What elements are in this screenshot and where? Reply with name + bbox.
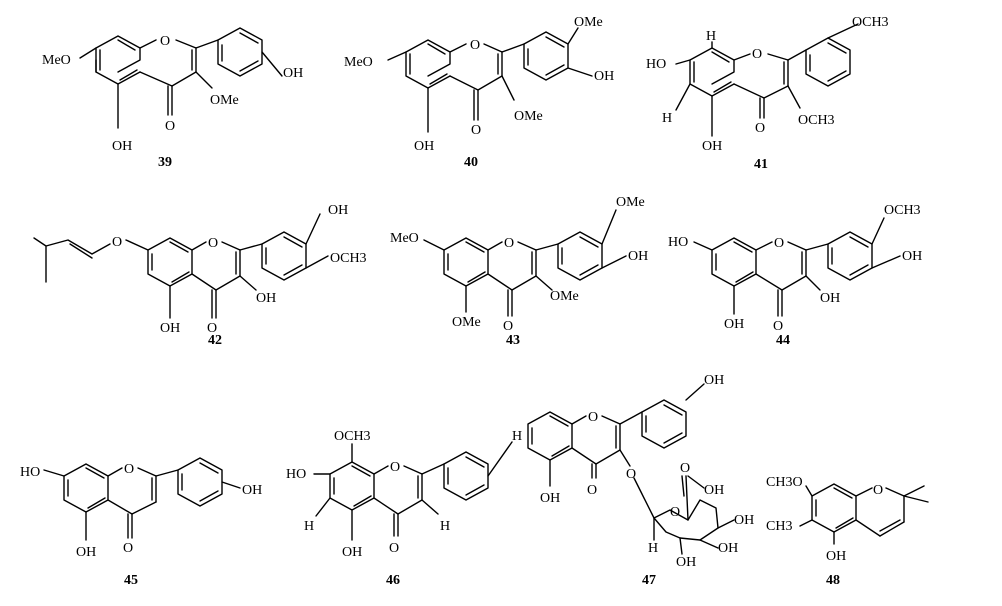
label-r3: OMe: [514, 109, 543, 124]
label-r3: OH: [256, 291, 276, 306]
label-r5: OH: [702, 139, 722, 154]
label-r7: HO: [668, 235, 688, 250]
label-b4: OH: [704, 373, 724, 388]
label-o1: O: [774, 236, 784, 251]
label-r7: CH3O: [766, 475, 803, 490]
label-r5: OH: [414, 139, 434, 154]
label-b4: OH: [283, 66, 303, 81]
compound-number: 40: [464, 155, 478, 170]
label-r7: HO: [20, 465, 40, 480]
compound-48: CH3O CH3 O OH 48: [766, 475, 929, 588]
label-r5: OH: [76, 545, 96, 560]
compound-46: OCH3 HO H O O OH H H 46: [286, 429, 522, 588]
label-r5: OH: [160, 321, 180, 336]
label-sO: O: [670, 505, 680, 520]
label-r5: OH: [342, 545, 362, 560]
label-r5: OH: [112, 139, 132, 154]
label-b4: OCH3: [852, 15, 889, 30]
label-cooh: OH: [704, 483, 724, 498]
label-s3: OH: [676, 555, 696, 570]
compound-number: 44: [776, 333, 790, 348]
compound-number: 45: [124, 573, 138, 588]
label-h6: H: [662, 111, 672, 126]
compound-42: O O O OH OH OH OCH3 42: [33, 203, 367, 348]
label-o1: O: [124, 462, 134, 477]
label-r5: OH: [540, 491, 560, 506]
compound-41: H HO H O O OH OCH3 OCH3 41: [646, 15, 889, 172]
label-r5: OH: [826, 549, 846, 564]
label-c4o: O: [471, 123, 481, 138]
label-o1: O: [208, 236, 218, 251]
label-o1: O: [588, 410, 598, 425]
label-r7: MeO: [344, 55, 373, 70]
label-b3: OMe: [574, 15, 603, 30]
label-o3: O: [626, 467, 636, 482]
label-b4: OH: [628, 249, 648, 264]
compound-number: 43: [506, 333, 520, 348]
compound-43: MeO O O OMe OMe OMe OH 43: [390, 195, 648, 348]
label-r7: HO: [286, 467, 306, 482]
label-r7: MeO: [390, 231, 419, 246]
label-h8: H: [706, 29, 716, 44]
compound-number: 47: [642, 573, 656, 588]
label-h3: H: [440, 519, 450, 534]
label-c4o: O: [773, 319, 783, 334]
label-h6: H: [304, 519, 314, 534]
label-r3: OCH3: [798, 113, 835, 128]
label-o1: O: [873, 483, 883, 498]
compound-45: HO O O OH OH 45: [20, 457, 262, 588]
label-r3: OH: [820, 291, 840, 306]
label-s4: H: [648, 541, 658, 556]
label-b4: OH: [594, 69, 614, 84]
compound-number: 48: [826, 573, 840, 588]
label-o1: O: [160, 34, 170, 49]
label-c4o: O: [587, 483, 597, 498]
label-r8: OCH3: [334, 429, 371, 444]
label-b3: OH: [328, 203, 348, 218]
compound-number: 39: [158, 155, 172, 170]
label-r7: MeO: [42, 53, 71, 68]
compound-number: 41: [754, 157, 768, 172]
label-r3: OMe: [210, 93, 239, 108]
label-b4: OH: [242, 483, 262, 498]
label-r6: CH3: [766, 519, 792, 534]
compound-47: O O OH O OH O OH O OH OH OH H 47: [527, 373, 754, 588]
compound-39: MeO O O OH OMe OH 39: [42, 27, 303, 170]
label-s1: OH: [734, 513, 754, 528]
label-r5: OH: [724, 317, 744, 332]
label-carbO: O: [680, 461, 690, 476]
label-o1: O: [470, 38, 480, 53]
label-b3: OCH3: [884, 203, 921, 218]
label-b4: OH: [902, 249, 922, 264]
label-c4o: O: [123, 541, 133, 556]
label-bH: H: [512, 429, 522, 444]
label-c4o: O: [389, 541, 399, 556]
label-o1: O: [504, 236, 514, 251]
compound-40: MeO O O OH OMe OMe OH 40: [344, 15, 614, 170]
label-r7: HO: [646, 57, 666, 72]
label-c4o: O: [207, 321, 217, 336]
compound-number: 46: [386, 573, 400, 588]
compound-44: HO O O OH OH OCH3 OH 44: [668, 203, 922, 348]
label-r3: OMe: [550, 289, 579, 304]
label-o1: O: [752, 47, 762, 62]
label-c4o: O: [503, 319, 513, 334]
label-s2: OH: [718, 541, 738, 556]
label-o1: O: [390, 460, 400, 475]
label-c4o: O: [165, 119, 175, 134]
label-c4o: O: [755, 121, 765, 136]
label-r5: OMe: [452, 315, 481, 330]
label-b4: OCH3: [330, 251, 367, 266]
label-o7: O: [112, 235, 122, 250]
compound-number: 42: [208, 333, 222, 348]
label-b3: OMe: [616, 195, 645, 210]
